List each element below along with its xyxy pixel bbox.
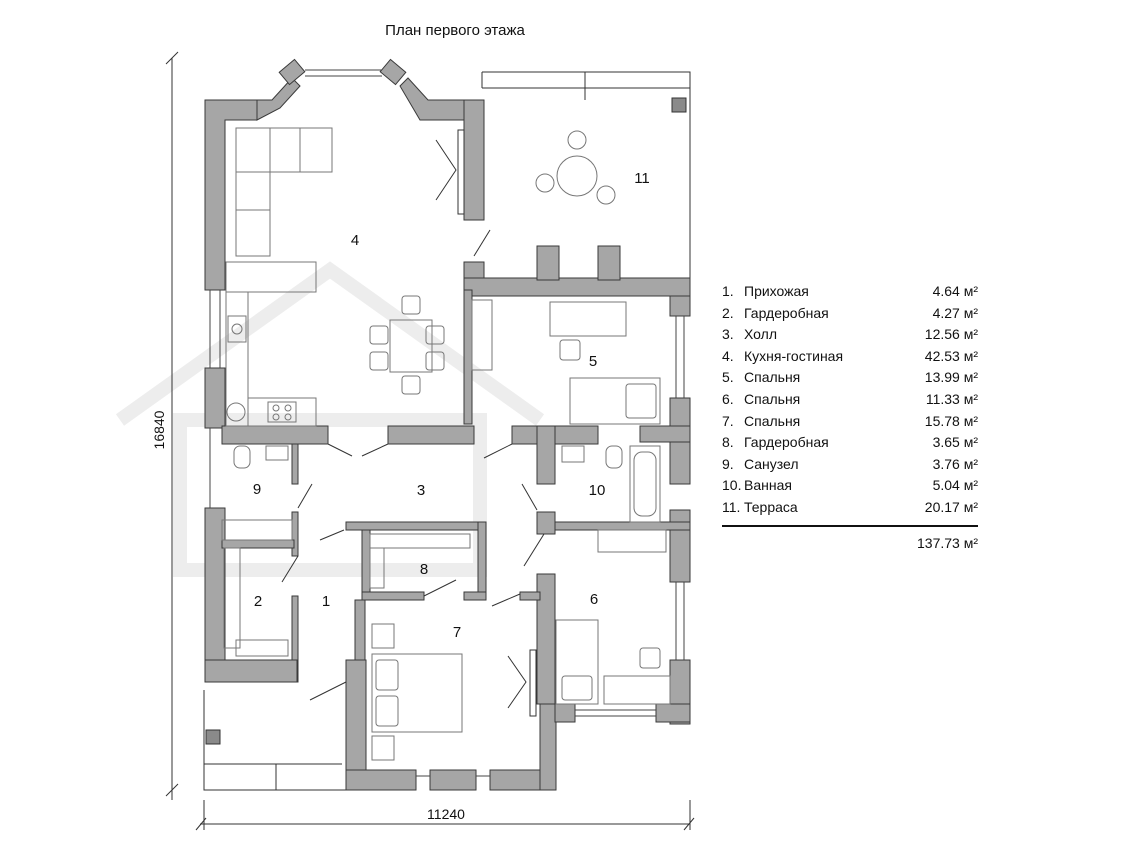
doors: [281, 129, 545, 717]
legend-row: 2. Гардеробная 4.27 м²: [722, 303, 978, 325]
room-label: 9: [253, 481, 261, 498]
legend-area: 3.65 м²: [932, 434, 978, 451]
legend-name: Терраса: [744, 498, 798, 515]
legend-area: 13.99 м²: [924, 369, 978, 386]
room-label: 5: [589, 353, 597, 370]
width-dimension: 11240: [427, 806, 465, 822]
legend-area: 4.64 м²: [932, 283, 978, 299]
dimension-lines: [165, 51, 695, 831]
legend-name: Санузел: [744, 455, 799, 472]
furniture: [221, 127, 671, 761]
room-label: 11: [634, 170, 650, 187]
legend-num: 4.: [722, 347, 734, 364]
room-label: 2: [254, 593, 262, 610]
room-label: 1: [322, 593, 330, 610]
legend-num: 9.: [722, 455, 734, 472]
legend-name: Спальня: [744, 412, 801, 429]
legend-area: 12.56 м²: [924, 326, 978, 343]
legend-name: Спальня: [744, 390, 801, 407]
legend-num: 6.: [722, 390, 734, 407]
legend-num: 2.: [722, 304, 734, 321]
legend-row: 8. Гардеробная 3.65 м²: [722, 432, 978, 454]
legend-row: 1. Прихожая 4.64 м²: [722, 281, 978, 303]
legend-row: 4. Кухня-гостиная 42.53 м²: [722, 346, 978, 368]
legend-total: 137.73 м²: [917, 534, 978, 551]
legend-num: 11.: [722, 498, 741, 515]
legend-area: 15.78 м²: [924, 412, 978, 429]
legend-num: 1.: [722, 283, 734, 299]
legend-num: 5.: [722, 369, 734, 386]
room-labels: 4 11 5 3 9 10 8 2 1 7 6: [253, 170, 650, 641]
height-dimension: 16840: [151, 410, 167, 449]
area-legend: 1. Прихожая 4.64 м² 2. Гардеробная 4.27 м² 3. Х…: [722, 281, 978, 551]
legend-num: 7.: [722, 412, 734, 429]
walls: [204, 58, 691, 791]
legend-row: 3. Холл 12.56 м²: [722, 324, 978, 346]
legend-num: 8.: [722, 434, 734, 451]
room-label: 6: [590, 591, 598, 608]
legend-num: 3.: [722, 326, 734, 343]
windows: [209, 69, 685, 777]
legend-row: 6. Спальня 11.33 м²: [722, 389, 978, 411]
plan-title: План первого этажа: [385, 22, 525, 39]
room-label: 4: [351, 232, 359, 249]
room-label: 3: [417, 482, 425, 499]
legend-area: 11.33 м²: [925, 390, 978, 407]
terrace-outline: [203, 71, 691, 791]
legend-area: 20.17 м²: [924, 498, 978, 515]
room-label: 10: [589, 482, 606, 499]
legend-rows: 1. Прихожая 4.64 м² 2. Гардеробная 4.27 м² 3. Х…: [722, 281, 978, 519]
legend-area: 5.04 м²: [932, 477, 978, 494]
legend-row: 11.Терраса 20.17 м²: [722, 497, 978, 519]
legend-name: Гардеробная: [744, 434, 829, 451]
legend-divider: [722, 524, 978, 527]
legend-row: 7. Спальня 15.78 м²: [722, 411, 978, 433]
legend-name: Кухня-гостиная: [744, 347, 844, 364]
legend-name: Ванная: [744, 477, 792, 494]
legend-name: Спальня: [744, 369, 801, 386]
legend-area: 42.53 м²: [924, 347, 978, 364]
legend-row: 9. Санузел 3.76 м²: [722, 454, 978, 476]
legend-area: 4.27 м²: [932, 304, 978, 321]
legend-num: 10.: [722, 477, 742, 494]
legend-row: 10.Ванная 5.04 м²: [722, 475, 978, 497]
legend-area: 3.76 м²: [932, 455, 978, 472]
legend-row: 5. Спальня 13.99 м²: [722, 367, 978, 389]
legend-name: Прихожая: [744, 283, 809, 299]
legend-name: Гардеробная: [744, 304, 829, 321]
room-label: 8: [420, 561, 428, 578]
room-label: 7: [453, 624, 461, 641]
legend-name: Холл: [744, 326, 777, 343]
